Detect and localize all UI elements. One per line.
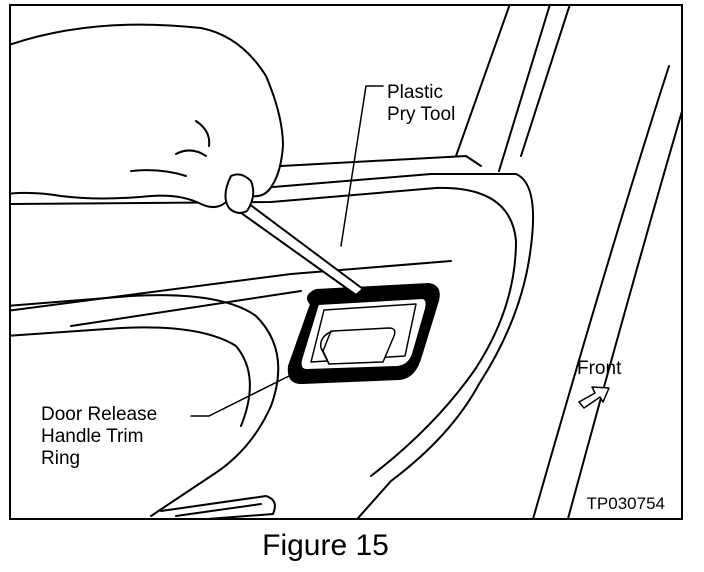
pry-tool-label-line-1: Plastic: [387, 82, 443, 103]
reference-code: TP030754: [586, 494, 665, 513]
figure-caption: Figure 15: [262, 529, 389, 562]
thumb-outline: [224, 173, 255, 214]
trim-ring-leader-line: [190, 375, 290, 417]
trim-ring-label-line-3: Ring: [41, 448, 81, 469]
body-side-line-2: [567, 111, 681, 518]
window-sill-line: [280, 155, 482, 167]
hand-outline: [11, 23, 284, 208]
armrest-curve: [11, 294, 280, 517]
front-direction-label: Front: [577, 358, 622, 379]
pry-tool-leader-line: [340, 85, 384, 247]
trim-ring-label-line-2: Handle Trim: [41, 426, 144, 447]
finger-crease-2: [195, 120, 211, 147]
body-side-line-1: [532, 65, 670, 518]
trim-ring-label: Door Release Handle Trim Ring: [41, 404, 157, 470]
panel-crease-line: [11, 260, 452, 312]
lower-panel-line: [11, 326, 251, 427]
finger-crease-1: [175, 149, 207, 157]
pry-tool-label: Plastic Pry Tool: [387, 82, 455, 126]
door-pocket-inner: [175, 503, 262, 517]
illustration-frame: Plastic Pry Tool Door Release Handle Tri…: [9, 4, 683, 520]
window-frame-outline: [455, 6, 571, 172]
door-panel-illustration: [11, 6, 681, 518]
trim-ring: [287, 283, 440, 385]
pry-tool-label-line-2: Pry Tool: [387, 104, 456, 125]
finger-crease-3: [130, 169, 187, 177]
panel-crease-line-2: [70, 290, 302, 327]
trim-ring-label-line-1: Door Release: [41, 404, 158, 425]
door-panel-inner-contour: [11, 186, 517, 477]
door-panel-outline: [11, 173, 535, 518]
door-pocket: [160, 495, 276, 518]
front-direction-arrow-icon: [578, 386, 610, 409]
